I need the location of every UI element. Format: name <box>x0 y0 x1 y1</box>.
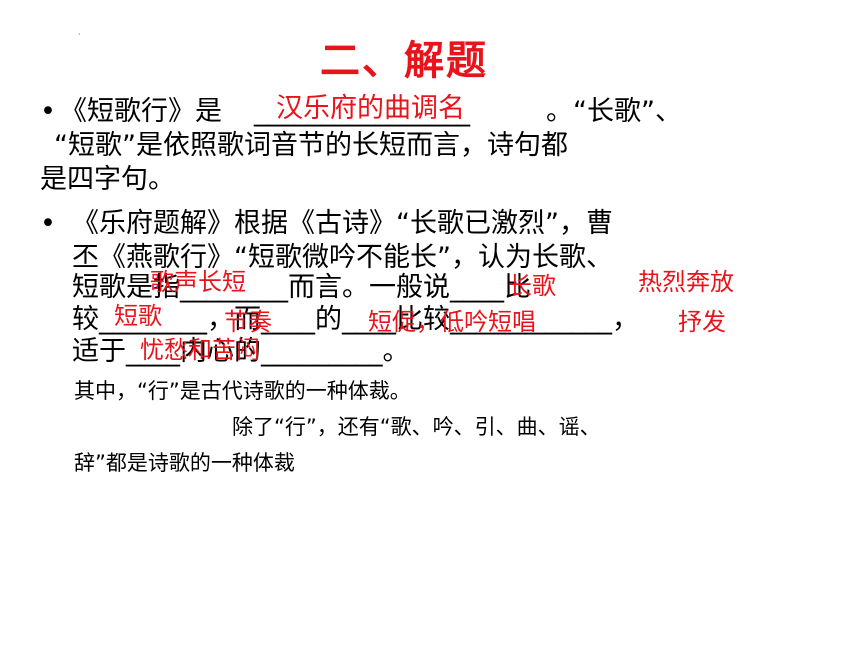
answer-yuefu-tune: 汉乐府的曲调名 <box>276 93 465 124</box>
para1-line1a: 《短歌行》是 <box>60 96 222 127</box>
answer-rhythm: 节奏 <box>224 308 272 336</box>
para2-line5: 适于____内心的_________。 <box>72 336 410 367</box>
para2-line1: 《乐府题解》根据《古诗》“长歌已激烈”，曹 <box>72 208 613 239</box>
corner-dot: · <box>78 30 81 39</box>
para2-line3: 短歌是指________而言。一般说____比 <box>72 272 531 303</box>
para2-line2: 丕《燕歌行》“短歌微吟不能长”，认为长歌、 <box>72 242 613 273</box>
para1-blank1: ________________ <box>254 96 470 127</box>
answer-short-chant: 短促，低吟短唱 <box>368 308 536 336</box>
para1-line3: 是四字句。 <box>40 164 175 195</box>
note-line2: 除了“行”，还有“歌、吟、引、曲、谣、 <box>232 415 601 439</box>
answer-express: 抒发 <box>678 308 726 336</box>
answer-sorrow: 忧愁和苦闷 <box>140 336 260 364</box>
answer-passionate: 热烈奔放 <box>638 268 734 296</box>
para2-line4: 较________，而____的____比较____________， <box>72 304 639 335</box>
note-line1: 其中，“行”是古代诗歌的一种体裁。 <box>74 379 411 403</box>
answer-short-song: 短歌 <box>114 302 162 330</box>
note-line3: 辞”都是诗歌的一种体裁 <box>74 451 295 475</box>
para1-bullet: • <box>40 96 56 127</box>
para1-line1b: 。“长歌”、 <box>546 96 682 127</box>
page-title: 二、解题 <box>320 38 488 84</box>
para2-bullet: • <box>40 208 56 239</box>
answer-long-song: 长歌 <box>508 272 556 300</box>
answer-song-length: 歌声长短 <box>150 268 246 296</box>
para1-line2: “短歌”是依照歌词音节的长短而言，诗句都 <box>54 130 568 161</box>
